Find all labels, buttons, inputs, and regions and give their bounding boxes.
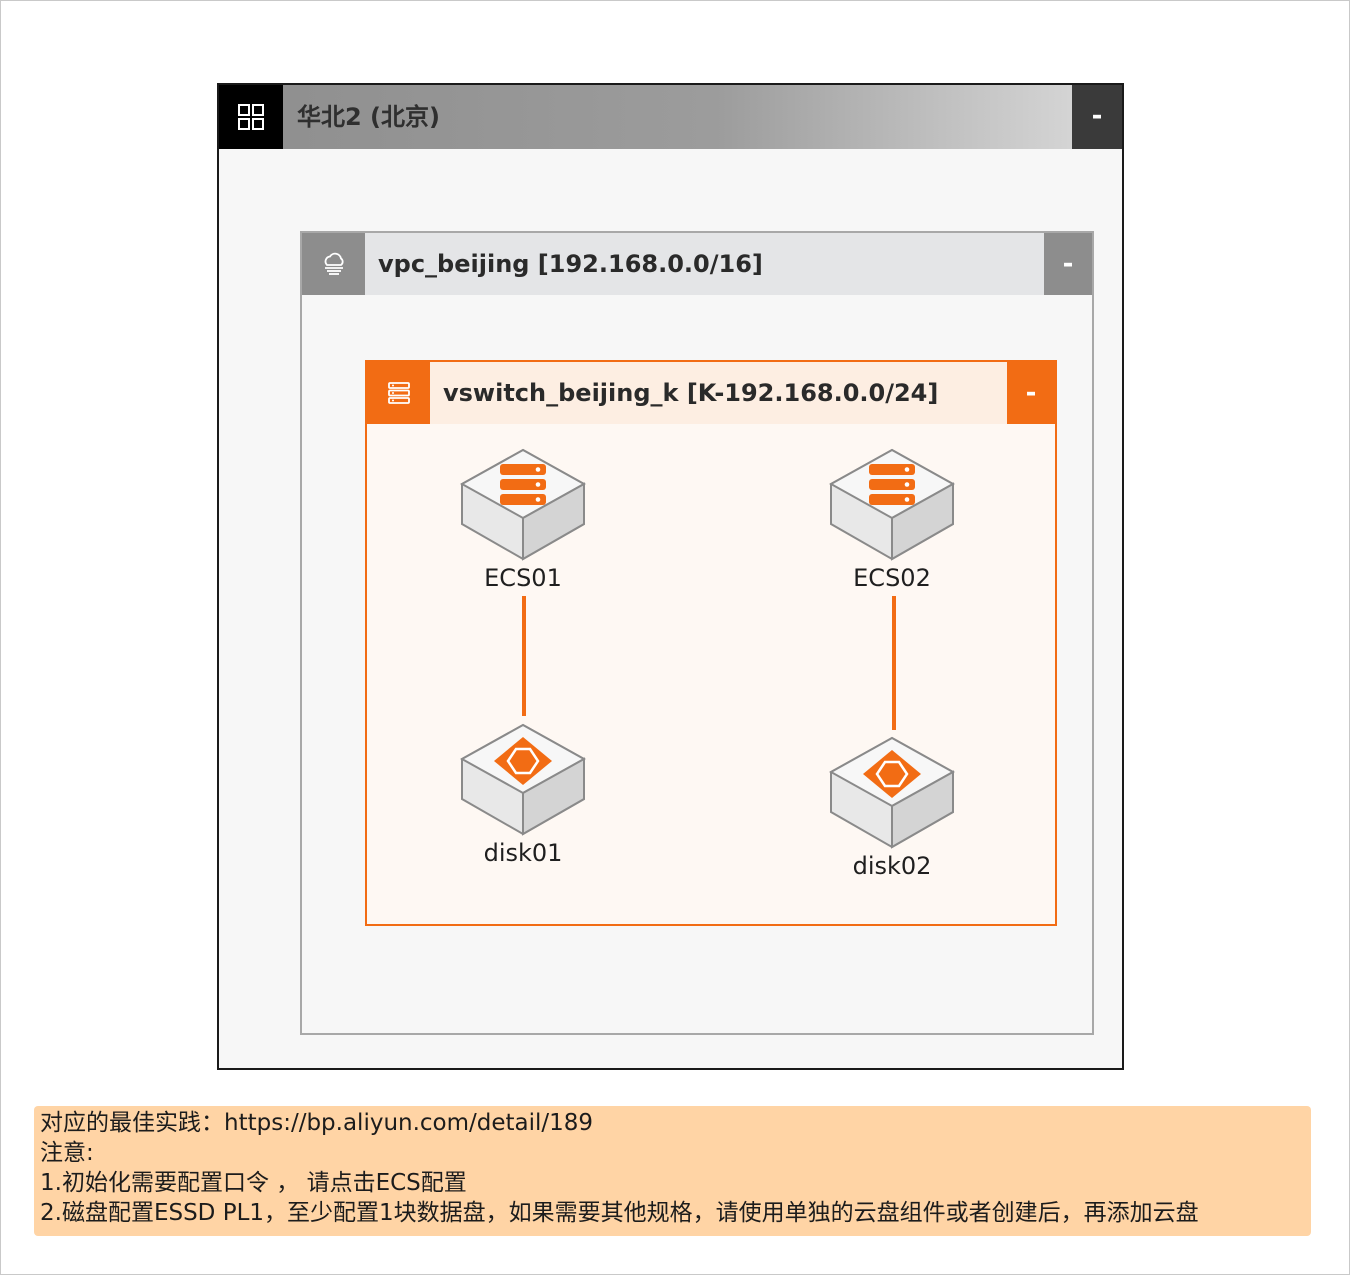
region-title: 华北2 (北京) — [297, 103, 440, 131]
disk02-label: disk02 — [852, 852, 932, 880]
disk01-label: disk01 — [483, 839, 563, 867]
ecs02-label: ECS02 — [853, 564, 931, 592]
link-ecs02-disk02[interactable] — [892, 596, 896, 730]
ecs01-node[interactable]: ECS01 — [458, 448, 588, 592]
switch-icon — [367, 362, 430, 424]
cloud-icon — [302, 233, 365, 295]
notes-line-best-practice: 对应的最佳实践：https://bp.aliyun.com/detail/189 — [40, 1110, 594, 1136]
disk01-node[interactable]: disk01 — [458, 723, 588, 867]
region-header: 华北2 (北京) - — [219, 85, 1122, 149]
vswitch-title: vswitch_beijing_k [K-192.168.0.0/24] — [443, 379, 939, 407]
vswitch-container[interactable]: vswitch_beijing_k [K-192.168.0.0/24] - — [365, 360, 1057, 926]
ecs01-label: ECS01 — [484, 564, 562, 592]
grid-icon — [219, 85, 283, 149]
vpc-collapse-button[interactable]: - — [1044, 233, 1092, 295]
link-ecs01-disk01[interactable] — [522, 596, 526, 716]
disk-icon — [460, 723, 586, 836]
ecs02-node[interactable]: ECS02 — [827, 448, 957, 592]
notes-line-2: 2.磁盘配置ESSD PL1，至少配置1块数据盘，如果需要其他规格，请使用单独的… — [40, 1200, 1199, 1226]
vswitch-collapse-button[interactable]: - — [1007, 362, 1055, 424]
disk-icon — [829, 736, 955, 849]
vswitch-header: vswitch_beijing_k [K-192.168.0.0/24] - — [367, 362, 1055, 424]
vpc-header: vpc_beijing [192.168.0.0/16] - — [302, 233, 1092, 295]
ecs-server-icon — [829, 448, 955, 561]
region-collapse-button[interactable]: - — [1072, 85, 1122, 149]
disk02-node[interactable]: disk02 — [827, 736, 957, 880]
vpc-title: vpc_beijing [192.168.0.0/16] — [378, 250, 763, 278]
vpc-container[interactable]: vpc_beijing [192.168.0.0/16] - vswitch_b… — [300, 231, 1094, 1035]
ecs-server-icon — [460, 448, 586, 561]
notes-line-attention: 注意: — [40, 1140, 94, 1166]
notes-box: 对应的最佳实践：https://bp.aliyun.com/detail/189… — [34, 1106, 1311, 1236]
notes-line-1: 1.初始化需要配置口令 ， 请点击ECS配置 — [40, 1170, 467, 1196]
region-container[interactable]: 华北2 (北京) - vpc_beijing [192.168.0.0/16] … — [217, 83, 1124, 1070]
